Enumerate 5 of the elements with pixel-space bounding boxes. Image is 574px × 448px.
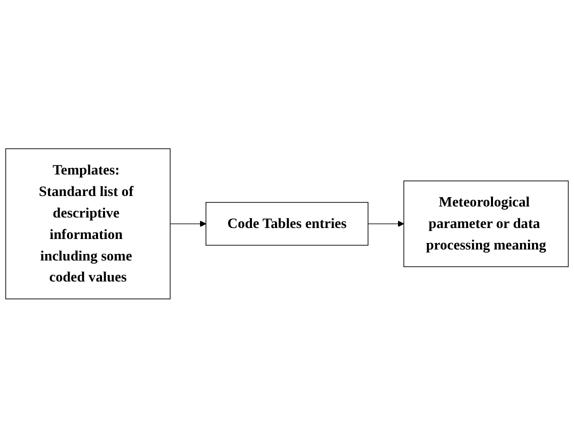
node-box: Meteorological parameter or data processing meaning <box>403 180 569 268</box>
arrow <box>368 220 404 228</box>
node-box: Code Tables entries <box>206 202 368 246</box>
node-box: Templates: Standard list of descriptive information including some coded values <box>5 148 171 300</box>
arrow <box>170 220 206 228</box>
